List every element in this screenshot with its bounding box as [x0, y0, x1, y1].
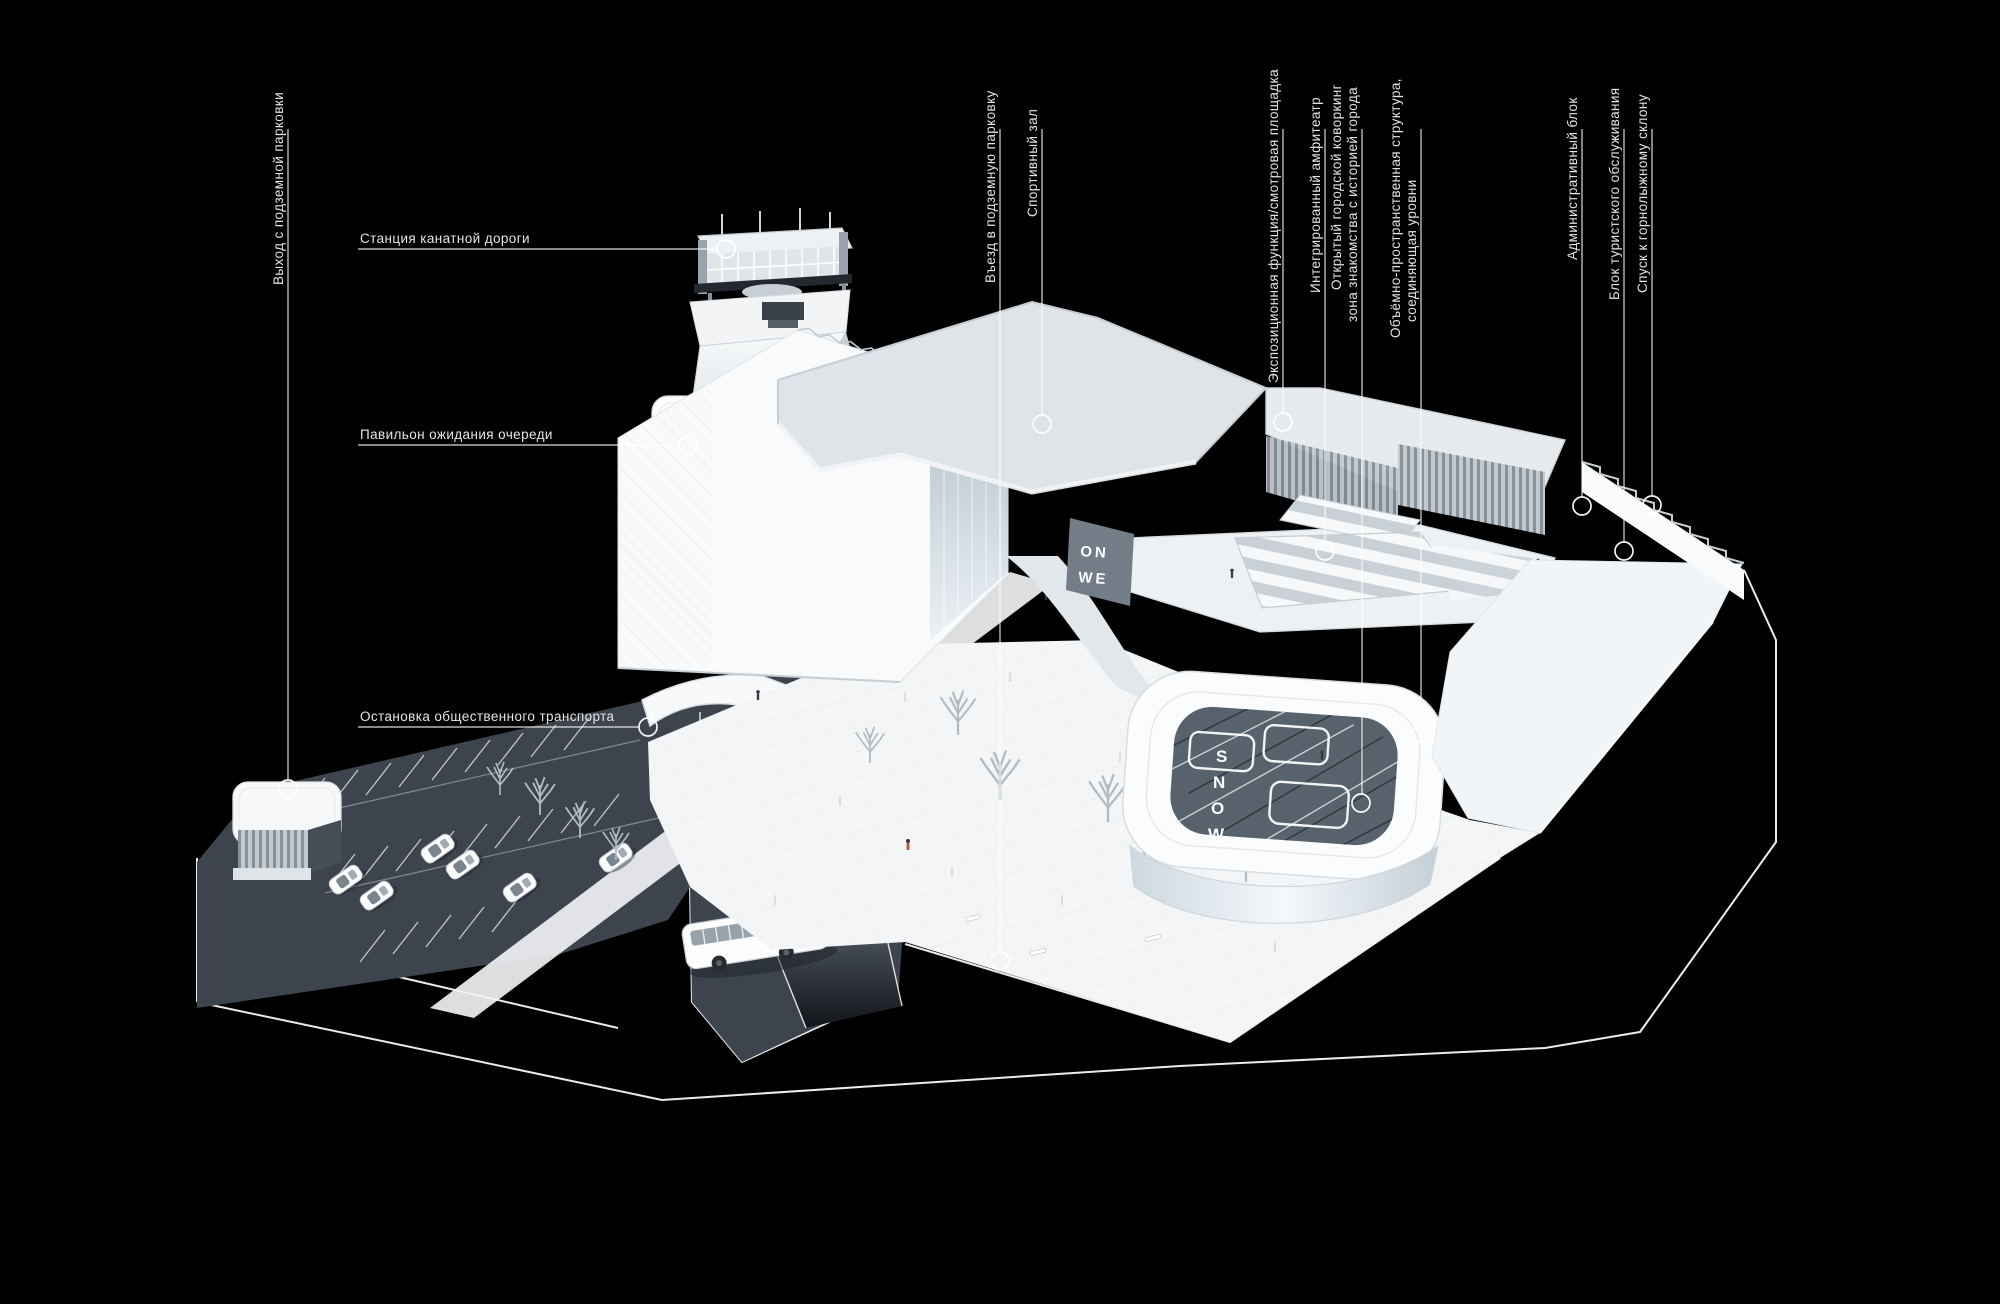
- label-text-sports-hall: Спортивный зал: [1025, 109, 1040, 217]
- label-text-cable-car-station: Станция канатной дороги: [360, 231, 530, 246]
- label-text-coworking-line2: зона знакомства с историей города: [1345, 87, 1360, 322]
- label-tourist-block: Блок туристского обслуживания: [1607, 88, 1634, 561]
- courtyard-ring: [1121, 670, 1447, 882]
- label-text-parking-entrance: Въезд в подземную парковку: [983, 90, 998, 283]
- louver-wall-right: [1398, 444, 1545, 535]
- label-parking-exit: Выход с подземной парковки: [271, 92, 298, 799]
- people: [755, 589, 1049, 850]
- svg-text:N: N: [1213, 773, 1226, 792]
- courtyard-facade: S N O W: [1129, 747, 1439, 924]
- upper-roof-plate: [776, 301, 1267, 495]
- label-text-tourist-block: Блок туристского обслуживания: [1607, 88, 1622, 301]
- label-admin-block: Административный блок: [1565, 97, 1592, 516]
- side-sign-snow: S N O W: [1208, 747, 1228, 844]
- building-complex: ON WE S N O W: [617, 208, 1745, 924]
- label-cable-car-station: Станция канатной дороги: [358, 231, 736, 259]
- label-queue-pavilion: Павильон ожидания очереди: [358, 427, 698, 455]
- louver-wall-mid: [1266, 436, 1398, 530]
- label-text-transport-stop: Остановка общественного транспорта: [360, 709, 615, 724]
- label-parking-entrance: Въезд в подземную парковку: [983, 90, 1010, 971]
- svg-text:W: W: [1208, 825, 1225, 844]
- label-text-structure-line2: соединяющая уровни: [1404, 179, 1419, 322]
- ski-slope-descent-structure: [1431, 461, 1745, 834]
- plaza: [648, 589, 1540, 1042]
- label-text-expo-deck: Экспозиционная функция/смотровая площадк…: [1266, 69, 1281, 383]
- label-ski-descent: Спуск к горнолыжному склону: [1635, 94, 1662, 515]
- label-text-structure-line1: Объёмно-пространственная структура,: [1388, 78, 1403, 338]
- label-text-amphitheater: Интегрированный амфитеатр: [1308, 97, 1323, 293]
- cable-car-station-structure: [689, 208, 853, 347]
- slope-steps: [1581, 461, 1745, 564]
- label-amphitheater: Интегрированный амфитеатр: [1308, 97, 1335, 561]
- label-text-coworking-line1: Открытый городской коворкинг: [1329, 84, 1344, 290]
- sign-line-1: ON: [1080, 543, 1110, 562]
- annotation-layer: Станция канатной дороги Павильон ожидани…: [271, 69, 1662, 971]
- entrance-sign-wall: ON WE: [1066, 518, 1134, 606]
- terrace-amphitheater: [1107, 494, 1556, 633]
- curved-walkway: [1006, 556, 1168, 710]
- label-text-admin-block: Административный блок: [1565, 97, 1580, 260]
- svg-text:O: O: [1211, 799, 1225, 818]
- label-transport-stop: Остановка общественного транспорта: [358, 709, 658, 737]
- label-expo-deck: Экспозиционная функция/смотровая площадк…: [1266, 69, 1293, 432]
- label-text-ski-descent: Спуск к горнолыжному склону: [1635, 94, 1650, 293]
- parking-exit-pavilion: [232, 781, 342, 880]
- label-spatial-structure: Объёмно-пространственная структура, соед…: [1388, 78, 1431, 743]
- label-sports-hall: Спортивный зал: [1025, 109, 1052, 434]
- svg-text:S: S: [1216, 747, 1228, 766]
- plaza-benches: [965, 914, 1162, 957]
- right-roof-band: [1265, 387, 1566, 535]
- sign-line-2: WE: [1078, 569, 1109, 588]
- label-text-queue-pavilion: Павильон ожидания очереди: [360, 427, 553, 442]
- label-coworking: Открытый городской коворкинг зона знаком…: [1329, 84, 1371, 813]
- label-text-parking-exit: Выход с подземной парковки: [271, 92, 286, 285]
